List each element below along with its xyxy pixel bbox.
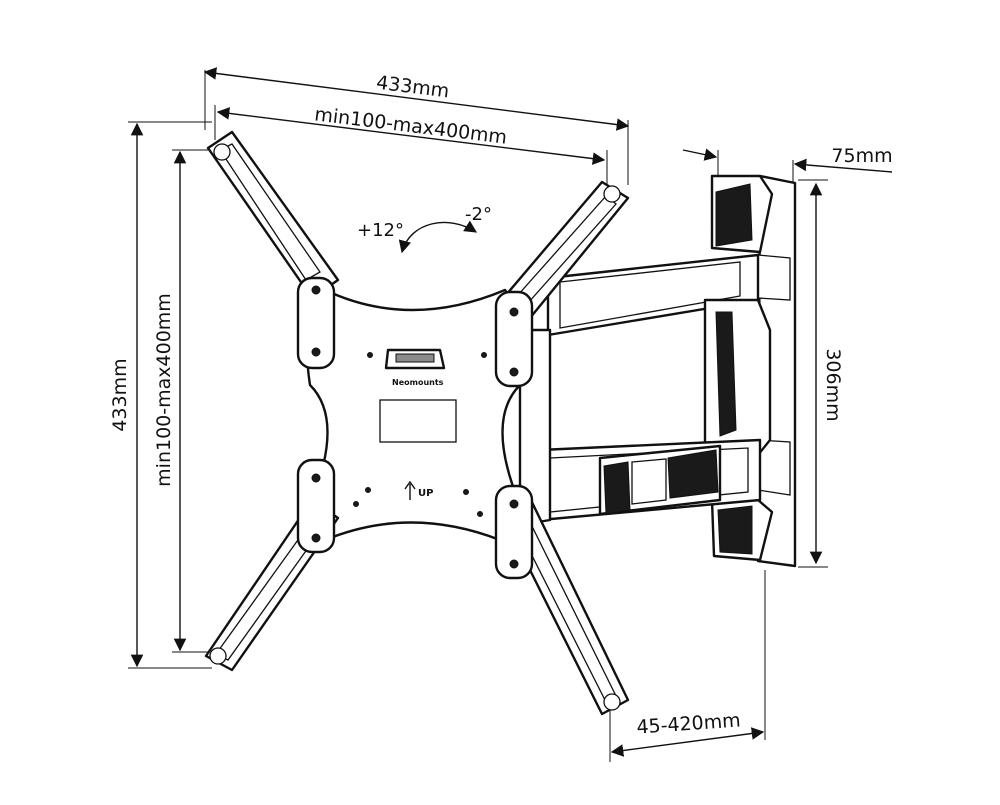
vesa-height-label: min100-max400mm xyxy=(153,293,175,487)
wall-plate-height-label: 306mm xyxy=(822,348,844,421)
vesa-width-label: min100-max400mm xyxy=(313,103,508,148)
swing-arms xyxy=(518,253,772,527)
overall-width-label: 433mm xyxy=(375,72,450,103)
tilt-backward-label: -2° xyxy=(465,204,492,225)
tilt-forward-label: +12° xyxy=(357,220,404,241)
up-label: UP xyxy=(418,488,433,499)
brand-label: Neomounts xyxy=(392,378,444,387)
tv-bracket: Neomounts UP xyxy=(204,130,630,716)
extension-label: 45-420mm xyxy=(636,709,742,738)
tilt-arrow-icon xyxy=(398,220,478,254)
overall-height-label: 433mm xyxy=(109,358,131,431)
wall-plate xyxy=(710,174,797,568)
up-arrow-icon xyxy=(404,480,416,500)
depth-label: 75mm xyxy=(831,145,892,167)
dimension-lines xyxy=(128,67,893,762)
tilt-indicator: +12° -2° xyxy=(357,204,492,254)
